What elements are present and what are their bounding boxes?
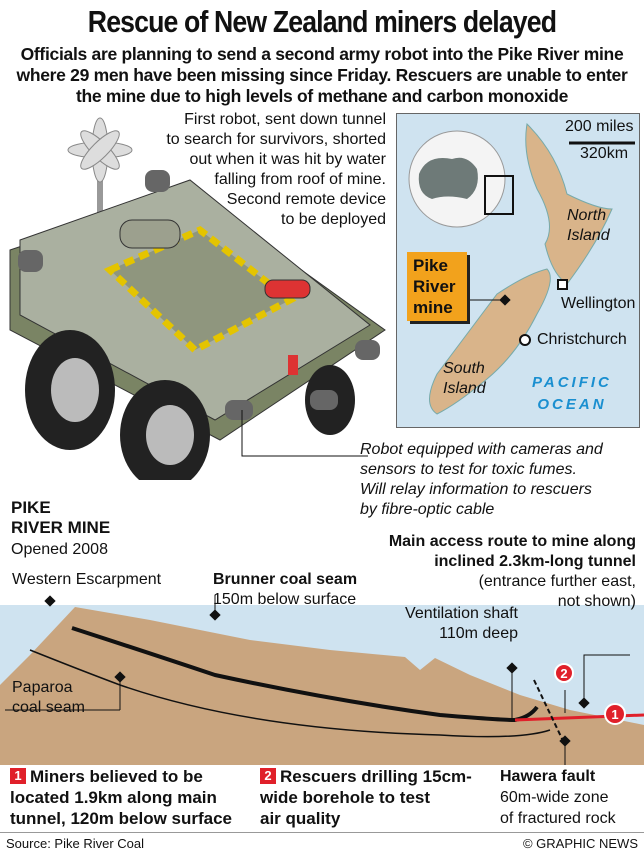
marker-2 [554, 663, 574, 683]
robot-note-line: to search for survivors, shorted [166, 131, 386, 148]
mine-cross-section: 2 1 [0, 595, 644, 765]
south-island [429, 268, 551, 415]
north-island [525, 122, 613, 285]
robot-note-line: Second remote device [226, 191, 386, 208]
access-route-note: (entrance further east,not shown) [478, 573, 636, 610]
opened-date: Opened 2008 [11, 541, 108, 558]
source-credit: Source: Pike River Coal [6, 836, 144, 851]
christchurch-marker [519, 334, 531, 346]
terrain [0, 607, 644, 765]
scale-km: 320km [580, 145, 629, 162]
robot-caption-leader [241, 410, 368, 457]
marker-1 [604, 703, 626, 725]
western-escarpment-label: Western Escarpment [12, 571, 162, 588]
subtitle: Officials are planning to send a second … [16, 44, 628, 106]
note-2-badge: 2 [260, 768, 276, 784]
robot-illustration [9, 117, 386, 480]
robot-note-line: to be deployed [281, 211, 386, 228]
note-1-badge: 1 [10, 768, 26, 784]
scale-miles: 200 miles [565, 118, 634, 135]
robot-note-line: First robot, sent down tunnel [184, 111, 386, 128]
christchurch-label: Christchurch [537, 331, 627, 348]
page-title: Rescue of New Zealand miners delayed [87, 4, 557, 39]
hawera-fault [533, 679, 566, 746]
robot-note-line: falling from roof of mine. [214, 171, 386, 188]
marker-1-label: 1 [611, 707, 618, 722]
graphic-news-credit: © GRAPHIC NEWS [522, 836, 638, 851]
marker-2-label: 2 [560, 666, 567, 681]
inset-box [484, 175, 514, 215]
map-graphic [408, 122, 635, 415]
robot-note-line: out when it was hit by water [189, 151, 386, 168]
robot-note: First robot, sent down tunnel to search … [140, 110, 386, 230]
paparoa-seam [29, 649, 551, 738]
antenna-icon [67, 117, 133, 260]
wellington-marker [557, 279, 568, 290]
brunner-depth: 150m below surface [213, 591, 357, 608]
brunner-label: Brunner coal seam [213, 571, 358, 588]
wellington-label: Wellington [561, 295, 636, 312]
